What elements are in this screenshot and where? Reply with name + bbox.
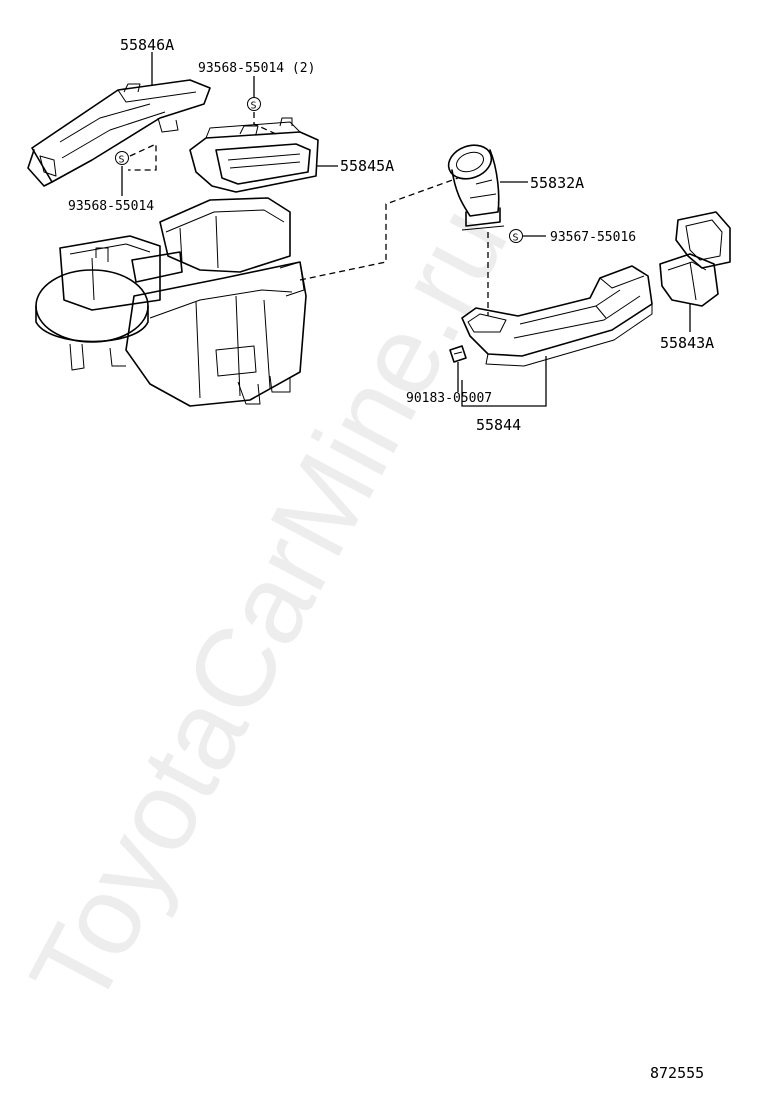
watermark-text: ToyotaCarMine.ru — [6, 187, 531, 1026]
screw-icon — [509, 229, 523, 243]
label-55843A: 55843A — [660, 334, 714, 352]
clip-90183-05007-drawing — [449, 345, 467, 363]
screw-symbol: S — [251, 101, 257, 112]
duct-55844-drawing — [461, 265, 653, 367]
screw-icon — [247, 97, 261, 111]
outlet-55845A-drawing — [189, 117, 319, 193]
duct-55832A-drawing — [447, 144, 505, 231]
dash-connection — [299, 177, 459, 281]
heater-unit-drawing — [35, 197, 307, 407]
label-55832A: 55832A — [530, 174, 584, 192]
duct-55843A-drawing — [659, 211, 731, 307]
label-55845A: 55845A — [340, 157, 394, 175]
screw-symbol: S — [513, 233, 519, 244]
label-55844: 55844 — [476, 416, 521, 434]
label-93567-55016: 93567-55016 — [550, 230, 636, 245]
label-90183-05007: 90183-05007 — [406, 391, 492, 406]
leader-55844 — [461, 356, 547, 407]
label-55846A: 55846A — [120, 36, 174, 54]
label-93568-55014: 93568-55014 — [68, 199, 154, 214]
dash-screw-2 — [128, 142, 157, 171]
dash-screw-1 — [253, 112, 277, 135]
label-93568-55014-2: 93568-55014 (2) — [198, 61, 315, 76]
figure-number: 872555 — [650, 1064, 704, 1082]
screw-symbol: S — [119, 155, 125, 166]
duct-55846A-drawing — [27, 79, 211, 187]
screw-icon — [115, 151, 129, 165]
